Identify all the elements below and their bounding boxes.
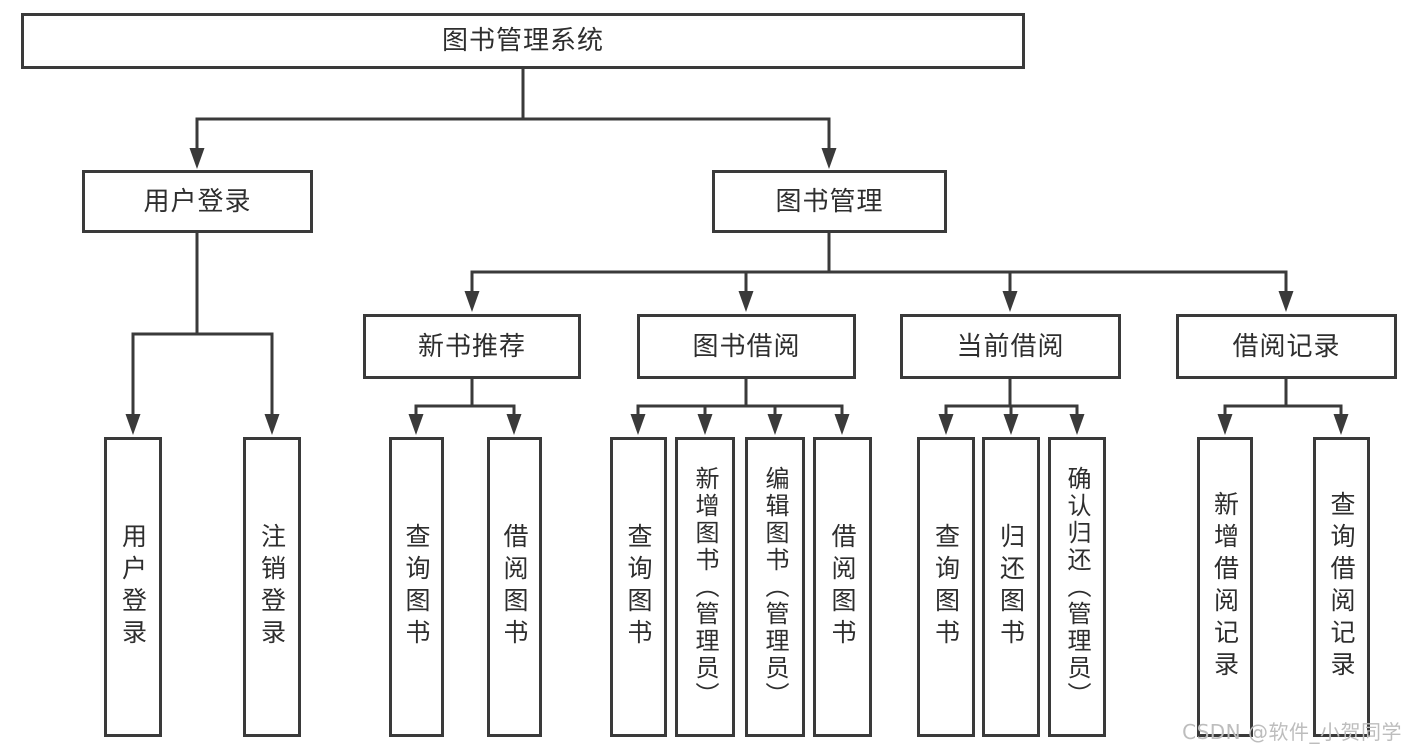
node-root: 图书管理系统 (21, 13, 1025, 69)
node-new-book-recommend: 新书推荐 (363, 314, 581, 379)
watermark-text: CSDN @软件_小贺同学 (1182, 720, 1402, 744)
leaf-user-login: 用户登录 (104, 437, 162, 737)
leaf-query-borrow-record: 查询借阅记录 (1313, 437, 1370, 737)
leaf-confirm-return-admin: 确认归还（管理员） (1048, 437, 1106, 737)
node-borrow-records: 借阅记录 (1176, 314, 1397, 379)
leaf-add-borrow-record: 新增借阅记录 (1197, 437, 1253, 737)
leaf-add-book-admin: 新增图书（管理员） (675, 437, 735, 737)
leaf-query-books-recommend: 查询图书 (389, 437, 444, 737)
leaf-borrow-books: 借阅图书 (813, 437, 872, 737)
node-book-borrow: 图书借阅 (637, 314, 856, 379)
leaf-borrow-books-recommend: 借阅图书 (487, 437, 542, 737)
leaf-logout: 注销登录 (243, 437, 301, 737)
node-current-borrow: 当前借阅 (900, 314, 1121, 379)
leaf-query-books-borrow: 查询图书 (610, 437, 667, 737)
leaf-query-books-current: 查询图书 (917, 437, 975, 737)
node-user-login: 用户登录 (82, 170, 313, 233)
node-book-management: 图书管理 (712, 170, 947, 233)
leaf-edit-book-admin: 编辑图书（管理员） (745, 437, 805, 737)
leaf-return-book: 归还图书 (982, 437, 1040, 737)
arrowheads (125, 148, 1349, 435)
